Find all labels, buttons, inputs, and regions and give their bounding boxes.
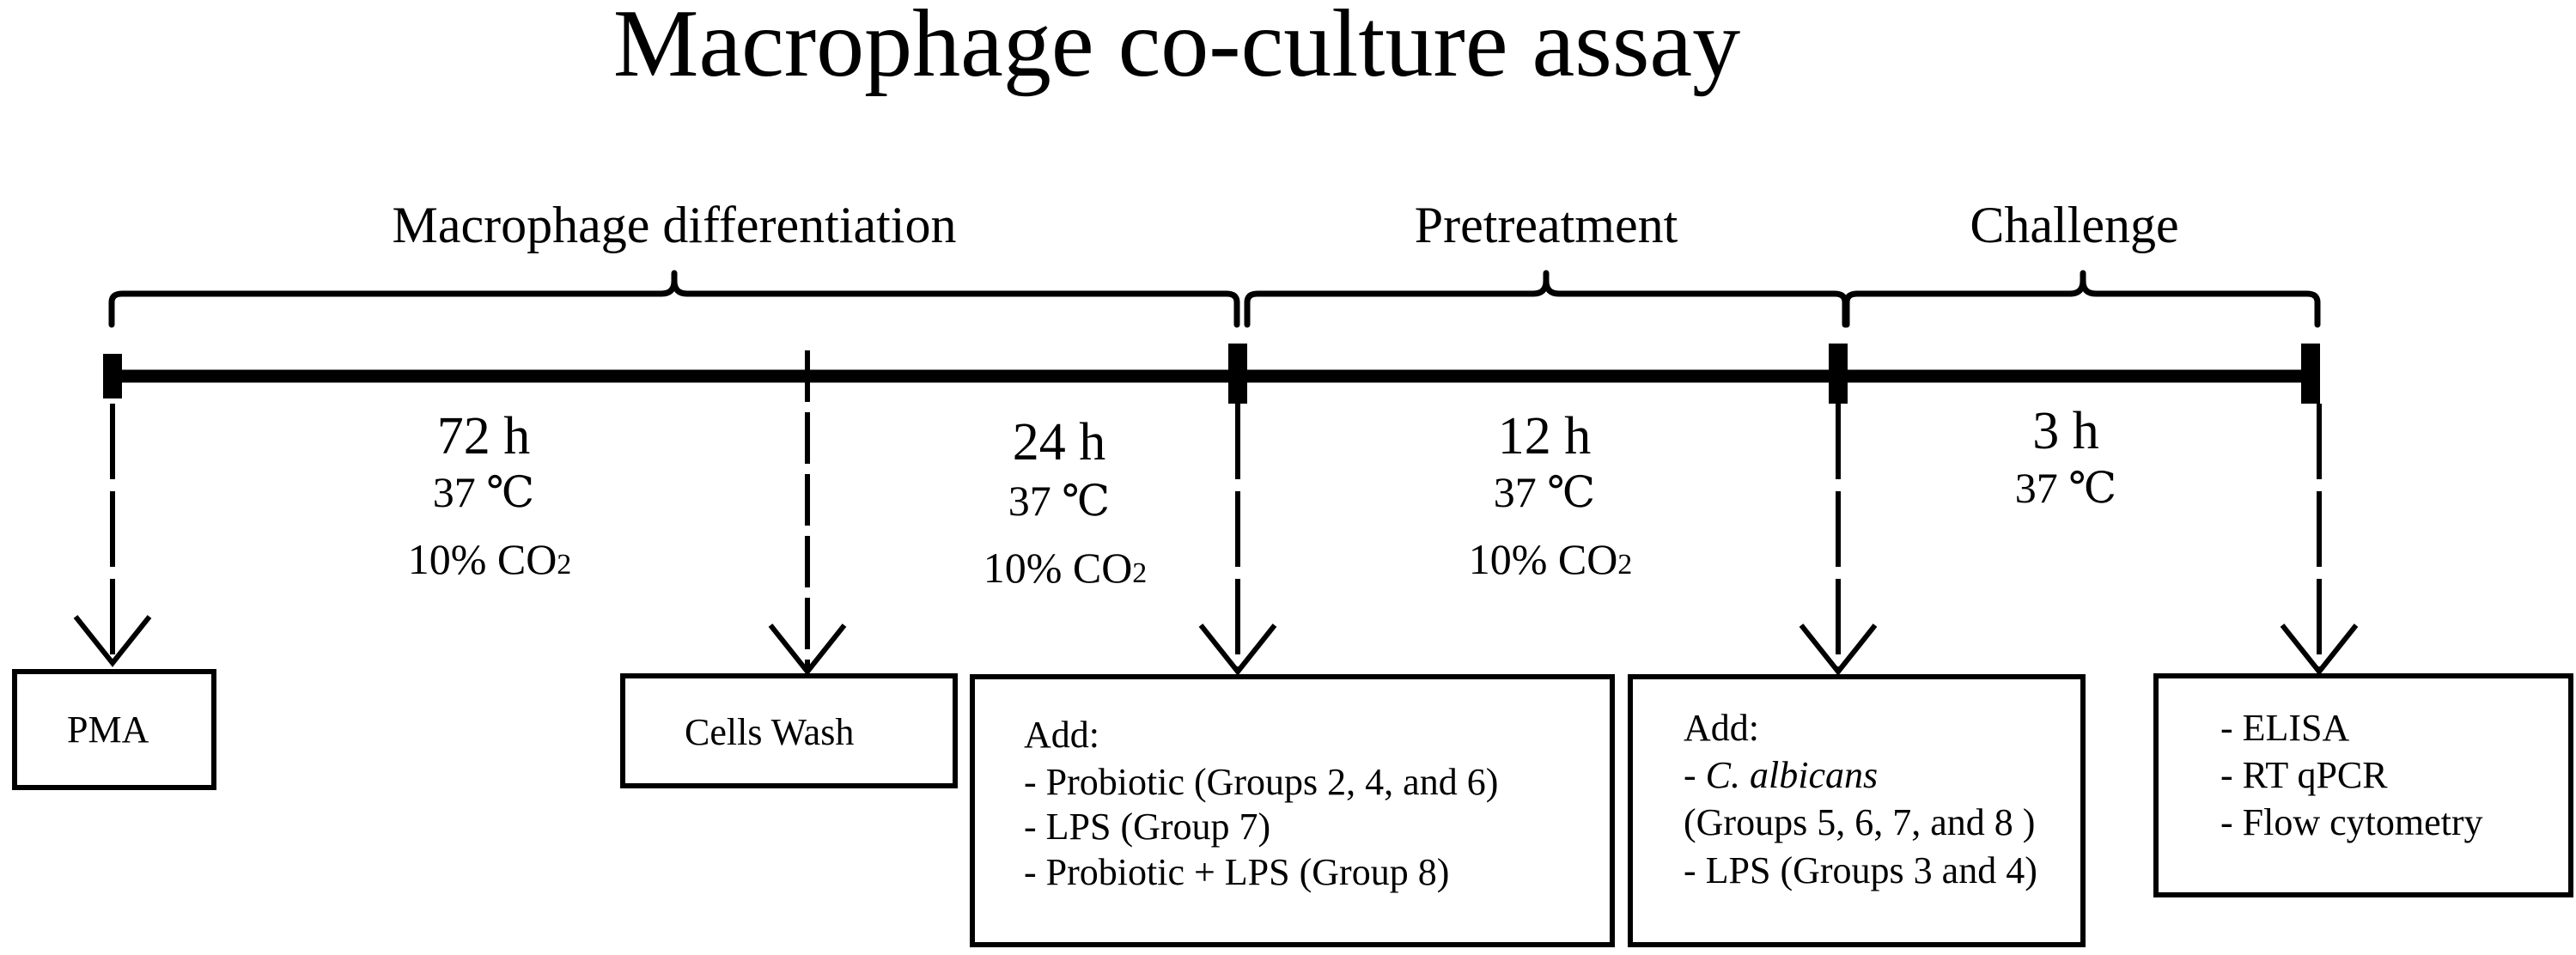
interval-temperature: 37 ℃ <box>1494 468 1595 516</box>
step-line-species: - C. albicans <box>1684 754 1878 796</box>
interval-duration: 12 h <box>1498 407 1592 465</box>
step-box-frame <box>2153 673 2573 897</box>
step-box-pretreatment: Add: - Probiotic (Groups 2, 4, and 6) - … <box>970 674 1615 947</box>
step-label: PMA <box>67 709 149 751</box>
brace-pretreatment <box>1244 270 1848 328</box>
arrow-pma-head <box>73 615 152 667</box>
interval-co2: 10% CO2 <box>408 535 572 583</box>
interval-duration: 3 h <box>2032 402 2099 460</box>
step-box-frame <box>1628 674 2086 947</box>
step-box-frame <box>970 674 1615 947</box>
step-box-pma: PMA <box>12 669 216 790</box>
arrow-pretreat-head <box>1198 623 1277 676</box>
step-line: - LPS (Group 7) <box>1024 806 1270 848</box>
interval-duration: 24 h <box>1013 413 1106 471</box>
interval-co2: 10% CO2 <box>984 544 1148 592</box>
interval-temperature: 37 ℃ <box>1008 477 1110 525</box>
step-box-wash: Cells Wash <box>620 673 958 788</box>
interval-24h: 24 h 37 ℃ 10% CO2 <box>984 413 1148 592</box>
step-box-frame <box>12 669 216 790</box>
step-box-analysis: - ELISA - RT qPCR - Flow cytometry <box>2153 673 2573 897</box>
phase-label-differentiation: Macrophage differentiation <box>393 197 957 253</box>
step-box-frame <box>620 673 958 788</box>
arrow-wash-head <box>768 623 847 676</box>
interval-temperature: 37 ℃ <box>433 468 534 516</box>
step-line: (Groups 5, 6, 7, and 8 ) <box>1684 801 2035 843</box>
step-line: - RT qPCR <box>2220 754 2388 796</box>
interval-duration: 72 h <box>437 407 531 465</box>
diagram-title: Macrophage co-culture assay <box>613 0 1740 97</box>
step-label: Cells Wash <box>685 711 854 753</box>
interval-12h: 12 h 37 ℃ 10% CO2 <box>1469 407 1633 583</box>
phase-label-challenge: Challenge <box>1970 197 2178 253</box>
step-line: - ELISA <box>2220 707 2350 749</box>
step-line: - LPS (Groups 3 and 4) <box>1684 849 2037 891</box>
arrow-challenge-head <box>1799 623 1878 676</box>
arrow-analysis-head <box>2280 623 2359 676</box>
step-box-challenge: Add: - C. albicans (Groups 5, 6, 7, and … <box>1628 674 2086 947</box>
interval-temperature: 37 ℃ <box>2015 464 2116 512</box>
interval-72h: 72 h 37 ℃ 10% CO2 <box>408 407 572 583</box>
interval-3h: 3 h 37 ℃ <box>2015 402 2116 512</box>
step-heading: Add: <box>1024 714 1099 756</box>
step-line: - Flow cytometry <box>2220 801 2483 843</box>
interval-co2: 10% CO2 <box>1469 535 1633 583</box>
brace-challenge <box>1843 270 2321 328</box>
step-line: - Probiotic (Groups 2, 4, and 6) <box>1024 761 1498 803</box>
step-heading: Add: <box>1684 707 1759 749</box>
step-line: - Probiotic + LPS (Group 8) <box>1024 851 1449 893</box>
phase-label-pretreatment: Pretreatment <box>1415 197 1678 253</box>
brace-differentiation <box>108 270 1240 328</box>
